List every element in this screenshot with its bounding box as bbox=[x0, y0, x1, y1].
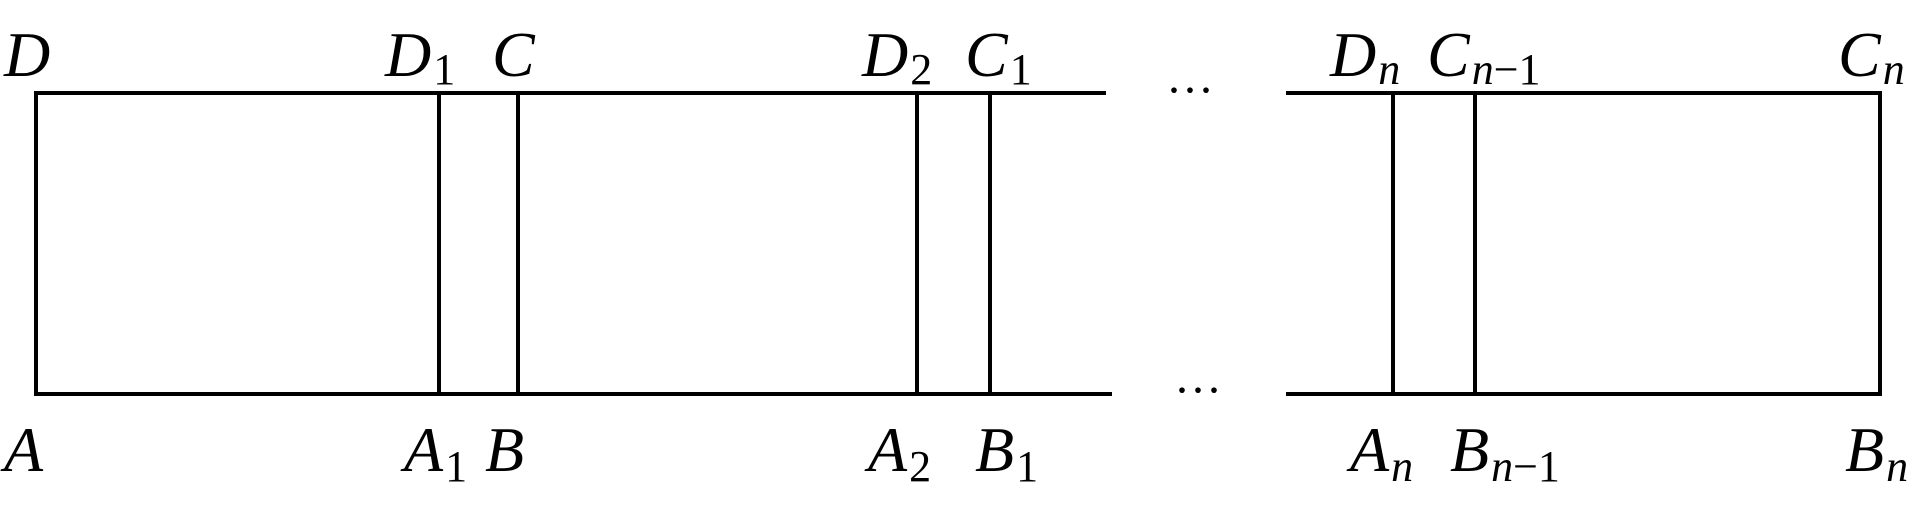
label-A2: A2 bbox=[864, 414, 931, 491]
label-A1: A1 bbox=[400, 414, 467, 491]
label-Bn-minus-1: Bn−1 bbox=[1450, 414, 1560, 491]
label-D: D bbox=[3, 19, 50, 90]
label-Cn-minus-1: Cn−1 bbox=[1427, 19, 1541, 94]
label-Bn: Bn bbox=[1845, 414, 1908, 491]
label-An: An bbox=[1346, 414, 1413, 491]
label-A: A bbox=[0, 414, 44, 485]
label-Cn: Cn bbox=[1838, 19, 1905, 94]
label-B: B bbox=[485, 414, 524, 485]
ellipsis-top: ··· bbox=[1166, 64, 1214, 117]
label-B1: B1 bbox=[975, 414, 1038, 491]
label-C: C bbox=[492, 19, 536, 90]
label-Dn: Dn bbox=[1329, 19, 1400, 94]
ellipsis-bottom: ··· bbox=[1174, 364, 1222, 417]
label-D1: D1 bbox=[384, 19, 455, 94]
diagram-lines bbox=[34, 91, 1882, 396]
label-C1: C1 bbox=[965, 19, 1032, 94]
label-D2: D2 bbox=[861, 19, 932, 94]
